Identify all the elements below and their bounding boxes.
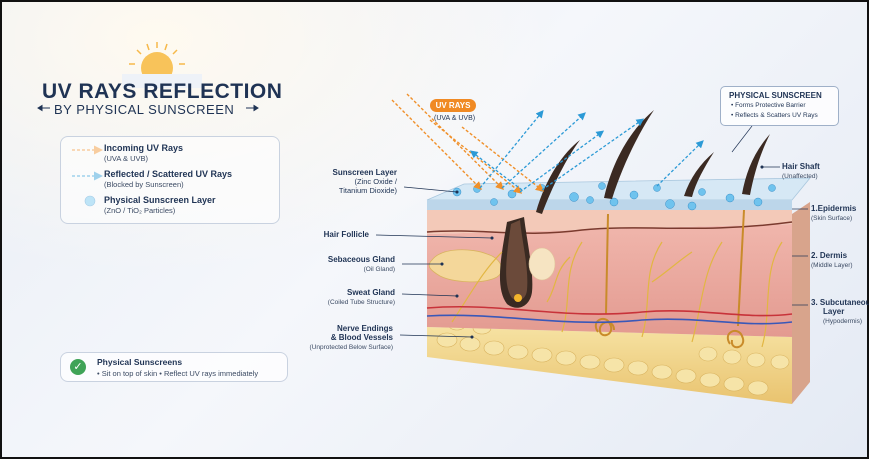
label-subcut-sub: (Hypodermis) xyxy=(823,318,862,325)
callout-point-2: • Reflects & Scatters UV Rays xyxy=(731,112,818,119)
legend-reflected-sub: (Blocked by Sunscreen) xyxy=(104,180,232,189)
label-sweat-gland: Sweat Gland (Coiled Tube Structure) xyxy=(328,288,395,307)
legend-layer-sub: (ZnO / TiO₂ Particles) xyxy=(104,206,216,215)
legend-incoming-sub: (UVA & UVB) xyxy=(104,154,183,163)
label-hair-follicle-title: Hair Follicle xyxy=(324,230,369,239)
page-subtitle: BY PHYSICAL SUNSCREEN xyxy=(54,102,234,117)
label-sunscreen-layer: Sunscreen Layer (Zinc Oxide / Titanium D… xyxy=(333,168,397,195)
label-sweat-title: Sweat Gland xyxy=(347,288,395,297)
uv-rays-sub: (UVA & UVB) xyxy=(434,115,475,122)
label-hair-shaft-sub: (Unaffected) xyxy=(782,173,818,180)
label-epidermis-sub: (Skin Surface) xyxy=(811,215,852,222)
label-dermis: 2. Dermis (Middle Layer) xyxy=(811,251,853,270)
label-epidermis: 1.Epidermis (Skin Surface) xyxy=(811,204,856,223)
label-subcutaneous: 3. Subcutaneous Layer (Hypodermis) xyxy=(811,298,869,326)
label-subcut-title-1: 3. Subcutaneous xyxy=(811,298,869,307)
label-sebaceous-sub: (Oil Gland) xyxy=(364,266,395,273)
label-sebaceous-gland: Sebaceous Gland (Oil Gland) xyxy=(328,255,395,274)
callout-title: PHYSICAL SUNSCREEN xyxy=(729,91,822,100)
legend-incoming-label: Incoming UV Rays xyxy=(104,143,183,153)
label-hair-shaft-title: Hair Shaft xyxy=(782,162,820,171)
summary-points: • Sit on top of skin • Reflect UV rays i… xyxy=(97,369,258,378)
label-dermis-sub: (Middle Layer) xyxy=(811,262,853,269)
summary-badge: ✓ Physical Sunscreens • Sit on top of sk… xyxy=(60,352,288,382)
page-title: UV RAYS REFLECTION xyxy=(42,80,282,104)
label-subcut-title-2: Layer xyxy=(823,307,844,316)
callout-point-1: • Forms Protective Barrier xyxy=(731,102,806,109)
label-sunscreen-line3: Titanium Dioxide) xyxy=(339,186,397,195)
label-nerve-title-2: & Blood Vessels xyxy=(331,333,393,342)
label-nerve-sub: (Unprotected Below Surface) xyxy=(310,344,393,351)
label-epidermis-title: 1.Epidermis xyxy=(811,204,856,213)
label-nerve-endings: Nerve Endings & Blood Vessels (Unprotect… xyxy=(310,324,393,352)
legend-layer-label: Physical Sunscreen Layer xyxy=(104,195,216,205)
legend-reflected-label: Reflected / Scattered UV Rays xyxy=(104,169,232,179)
label-nerve-title-1: Nerve Endings xyxy=(337,324,393,333)
summary-title: Physical Sunscreens xyxy=(97,357,182,367)
reflected-uv-rays xyxy=(472,112,702,192)
label-sweat-sub: (Coiled Tube Structure) xyxy=(328,299,395,306)
label-sunscreen-line2: (Zinc Oxide / xyxy=(354,177,397,186)
label-dermis-title: 2. Dermis xyxy=(811,251,847,260)
label-hair-shaft: Hair Shaft (Unaffected) xyxy=(782,162,820,181)
uv-rays-label: UV RAYS xyxy=(430,99,476,112)
physical-sunscreen-callout: PHYSICAL SUNSCREEN • Forms Protective Ba… xyxy=(720,86,839,126)
label-sebaceous-title: Sebaceous Gland xyxy=(328,255,395,264)
legend: Incoming UV Rays (UVA & UVB) Reflected /… xyxy=(60,136,280,224)
label-sunscreen-title: Sunscreen Layer xyxy=(333,168,397,177)
check-icon: ✓ xyxy=(70,359,86,375)
label-hair-follicle: Hair Follicle xyxy=(324,230,369,239)
